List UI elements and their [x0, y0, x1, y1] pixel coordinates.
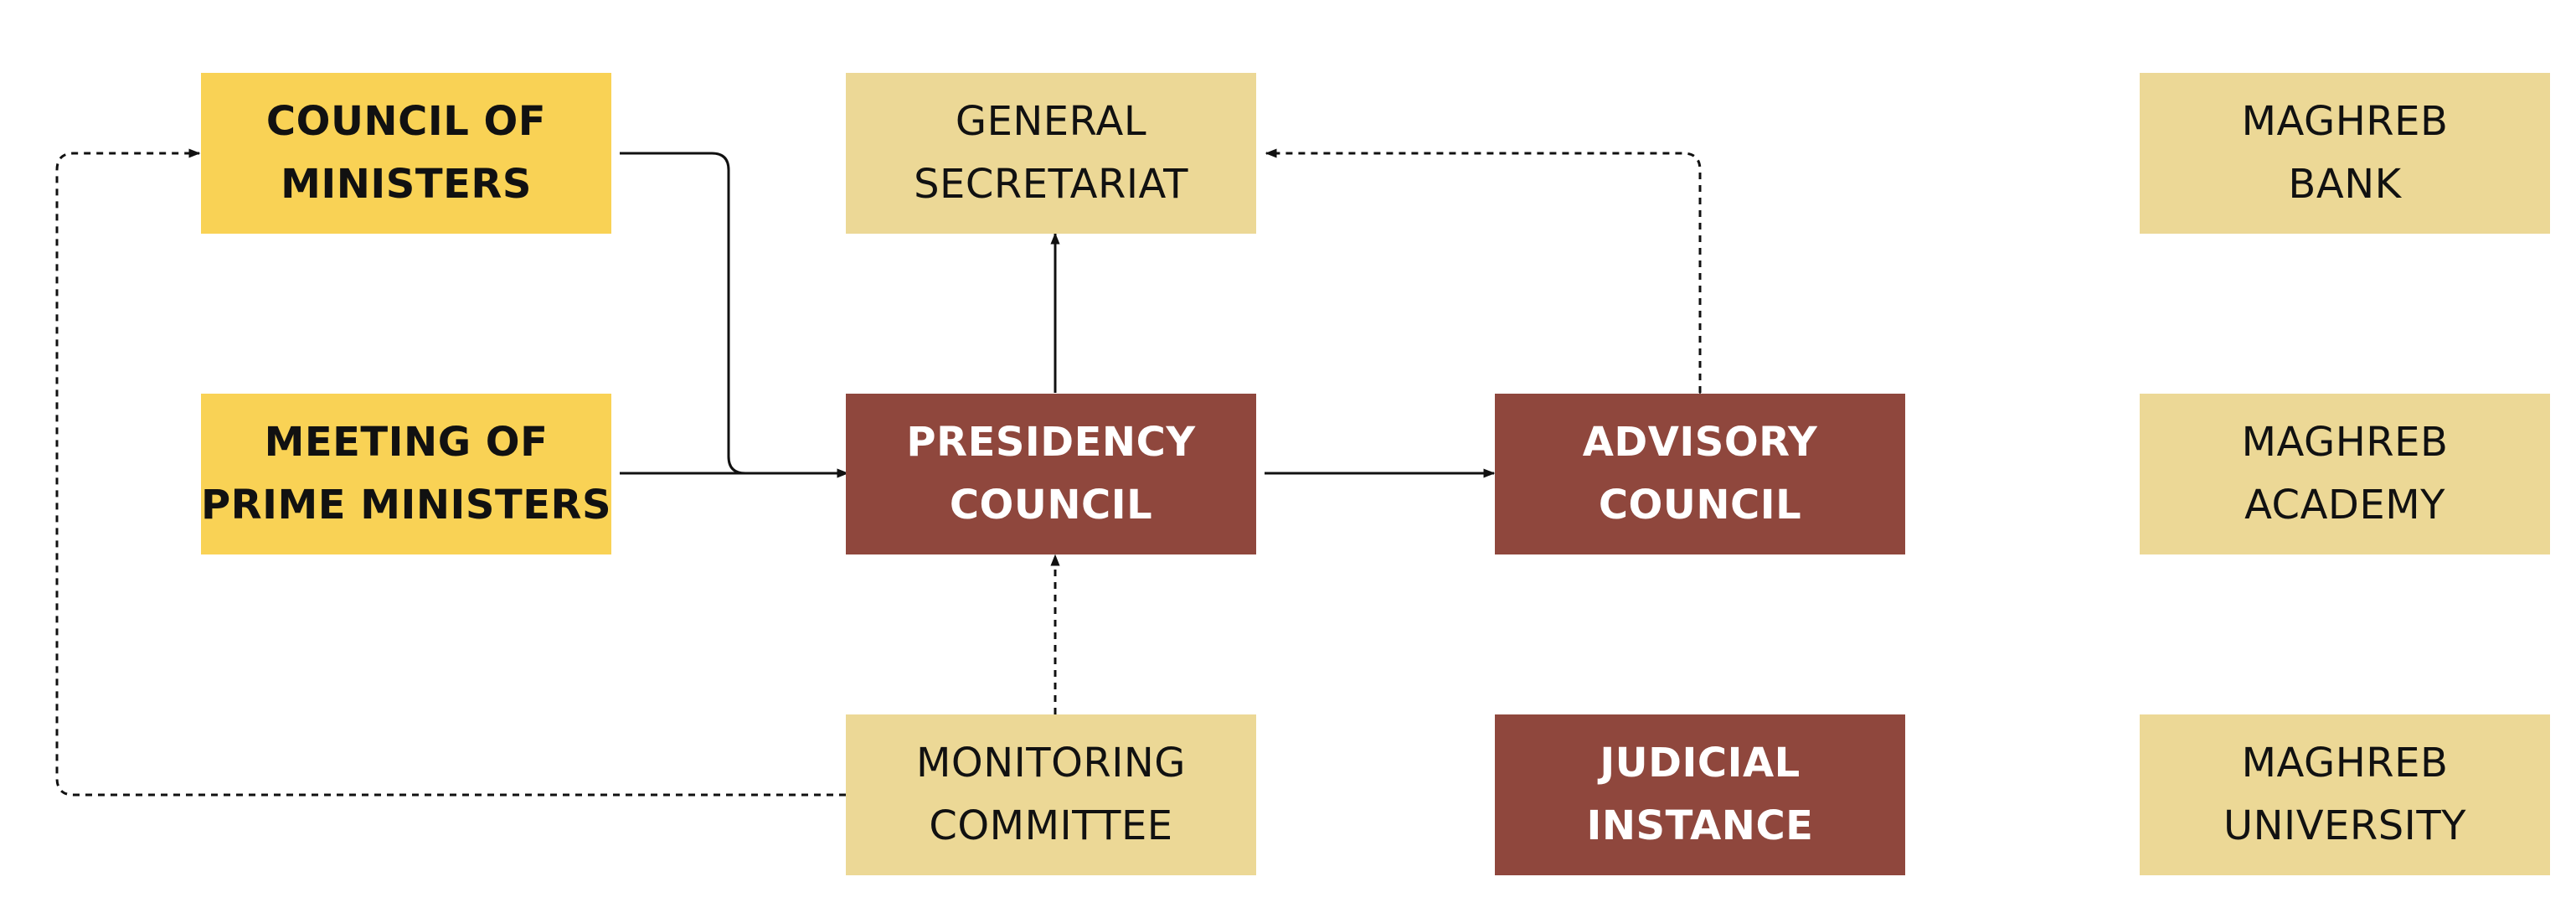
node-label-line: MONITORING [916, 740, 1186, 786]
node-label-line: UNIVERSITY [2223, 802, 2466, 849]
node-label-line: GENERAL [955, 98, 1147, 145]
node-presidency-council: PRESIDENCY COUNCIL [846, 394, 1256, 554]
node-label-line: MEETING OF [264, 419, 549, 466]
node-label-line: SECRETARIAT [914, 161, 1188, 208]
node-maghreb-bank: MAGHREB BANK [2140, 73, 2550, 234]
node-label-line: PRESIDENCY [906, 419, 1196, 466]
node-label-line: MAGHREB [2241, 98, 2449, 145]
node-label-line: MINISTERS [281, 161, 532, 208]
node-label-line: ADVISORY [1582, 419, 1818, 466]
node-maghreb-university: MAGHREB UNIVERSITY [2140, 714, 2550, 875]
node-judicial-instance: JUDICIAL INSTANCE [1495, 714, 1905, 875]
edge-council-to-presidency [620, 152, 849, 478]
node-label-line: INSTANCE [1586, 802, 1814, 849]
node-monitoring-committee: MONITORING COMMITTEE [846, 714, 1256, 875]
node-label-line: COUNCIL [1598, 482, 1802, 529]
node-label-line: ACADEMY [2244, 482, 2445, 529]
node-label-line: PRIME MINISTERS [200, 482, 612, 529]
node-label-line: JUDICIAL [1600, 740, 1801, 786]
node-label-line: COMMITTEE [929, 802, 1173, 849]
edge-advisory-secretariat [1265, 148, 1705, 404]
node-council-of-ministers: COUNCIL OF MINISTERS [201, 73, 611, 234]
node-maghreb-academy: MAGHREB ACADEMY [2140, 394, 2550, 554]
node-general-secretariat: GENERAL SECRETARIAT [846, 73, 1256, 234]
node-label-line: MAGHREB [2241, 740, 2449, 786]
node-label-line: COUNCIL [949, 482, 1153, 529]
node-label-line: COUNCIL OF [265, 98, 547, 145]
node-meeting-of-prime-ministers: MEETING OF PRIME MINISTERS [201, 394, 611, 554]
node-advisory-council: ADVISORY COUNCIL [1495, 394, 1905, 554]
node-label-line: MAGHREB [2241, 419, 2449, 466]
edge-monitoring-to-council [55, 148, 846, 797]
node-label-line: BANK [2288, 161, 2402, 208]
